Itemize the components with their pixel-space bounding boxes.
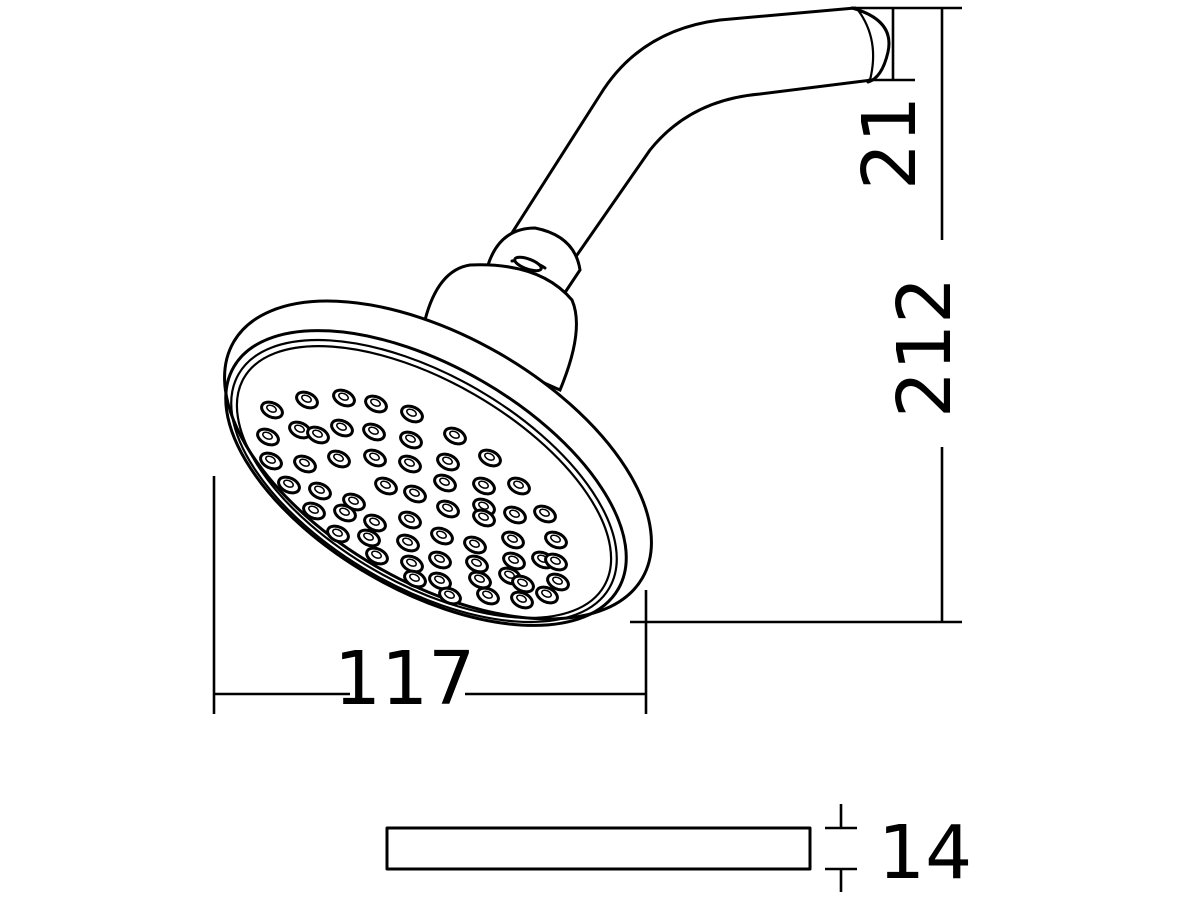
nozzle-inner — [439, 477, 450, 486]
dimension-14-label: 14 — [878, 810, 972, 896]
nozzle-inner — [478, 512, 489, 521]
nozzle-inner — [380, 480, 391, 489]
nozzle-inner — [550, 556, 561, 565]
nozzle-inner — [348, 496, 359, 505]
nozzle-inner — [442, 456, 453, 465]
nozzle-inner — [336, 422, 347, 431]
dimension-117-label: 117 — [334, 636, 475, 722]
nozzle-inner — [434, 575, 445, 584]
nozzle-inner — [283, 479, 294, 488]
nozzle-inner — [404, 458, 415, 467]
nozzle-inner — [541, 589, 552, 598]
nozzle-inner — [552, 576, 563, 585]
nozzle-inner — [484, 452, 495, 461]
nozzle-inner — [314, 485, 325, 494]
nozzle-inner — [482, 590, 493, 599]
dimension-head-width: 117 — [212, 476, 648, 722]
nozzle-inner — [539, 508, 550, 517]
dimension-212-label: 212 — [882, 277, 968, 418]
nozzle-inner — [434, 554, 445, 563]
nozzle-inner — [371, 550, 382, 559]
dimension-total-height: 212 — [630, 8, 968, 624]
nozzle-inner — [339, 507, 350, 516]
nozzle-inner — [507, 534, 518, 543]
nozzle-inner — [509, 509, 520, 518]
nozzle-inner — [369, 452, 380, 461]
shower-head-face — [223, 299, 653, 627]
nozzle-inner — [409, 573, 420, 582]
nozzle-inner — [409, 488, 420, 497]
nozzle-inner — [442, 503, 453, 512]
nozzle-inner — [308, 505, 319, 514]
nozzle-inner — [370, 398, 381, 407]
nozzle-inner — [368, 426, 379, 435]
nozzle-inner — [449, 430, 460, 439]
nozzle-inner — [478, 480, 489, 489]
nozzle-inner — [402, 537, 413, 546]
nozzle-inner — [333, 453, 344, 462]
nozzle-inner — [338, 392, 349, 401]
nozzle-inner — [265, 455, 276, 464]
nozzle-grid — [256, 388, 570, 610]
nozzle-inner — [266, 404, 277, 413]
shower-head-profile: 14 — [385, 804, 972, 896]
nozzle-inner — [436, 530, 447, 539]
nozzle-inner — [471, 558, 482, 567]
nozzle-inner — [469, 539, 480, 548]
nozzle-inner — [301, 394, 312, 403]
nozzle-inner — [474, 574, 485, 583]
nozzle-inner — [513, 480, 524, 489]
nozzle-inner — [294, 424, 305, 433]
nozzle-inner — [550, 534, 561, 543]
nozzle-inner — [363, 532, 374, 541]
nozzle-inner — [406, 408, 417, 417]
nozzle-inner — [262, 431, 273, 440]
shower-head-collar — [423, 226, 582, 392]
nozzle-inner — [369, 517, 380, 526]
nozzle-inner — [332, 528, 343, 537]
nozzle-inner — [517, 578, 528, 587]
nozzle-inner — [312, 429, 323, 438]
nozzle-inner — [478, 501, 489, 510]
nozzle-inner — [404, 514, 415, 523]
nozzle-inner — [299, 458, 310, 467]
nozzle-inner — [508, 555, 519, 564]
nozzle-inner — [405, 434, 416, 443]
nozzle-inner — [406, 558, 417, 567]
shower-arm — [508, 6, 891, 270]
nozzle-inner — [444, 590, 455, 599]
nozzle-inner — [516, 594, 527, 603]
dimension-21-label: 21 — [847, 96, 933, 190]
dimension-arm-offset: 21 — [847, 6, 962, 190]
